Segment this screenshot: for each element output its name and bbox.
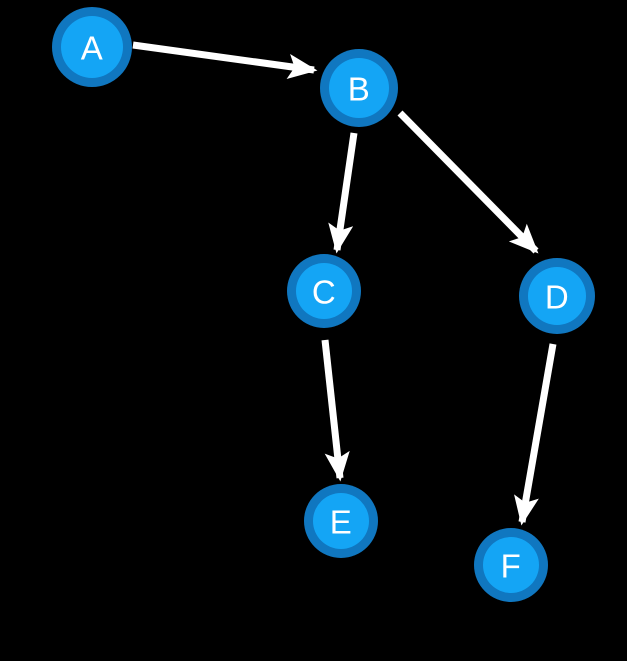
graph-edge-d-to-f[interactable] — [514, 343, 557, 526]
graph-node-c[interactable]: C — [287, 254, 361, 328]
graph-edge-c-to-e[interactable] — [321, 339, 350, 482]
node-fill-e — [313, 493, 369, 549]
node-label-b: B — [348, 71, 371, 108]
node-label-f: F — [501, 548, 522, 585]
node-fill-f — [483, 537, 539, 593]
graph-node-e[interactable]: E — [304, 484, 378, 558]
graph-node-b[interactable]: B — [320, 49, 398, 127]
graph-edge-b-to-d[interactable] — [397, 110, 539, 254]
node-label-d: D — [545, 279, 569, 316]
node-fill-b — [329, 58, 389, 118]
node-label-a: A — [81, 30, 104, 67]
edges-layer — [132, 41, 557, 526]
graph-edge-a-to-b[interactable] — [132, 41, 318, 79]
graph-node-d[interactable]: D — [519, 258, 595, 334]
graph-node-a[interactable]: A — [52, 7, 132, 87]
node-fill-d — [528, 267, 586, 325]
node-fill-a — [61, 16, 123, 78]
node-fill-c — [296, 263, 352, 319]
node-label-c: C — [312, 274, 336, 311]
nodes-layer: A B C D E F — [52, 7, 595, 602]
graph-edge-b-to-c[interactable] — [328, 132, 358, 254]
graph-node-f[interactable]: F — [474, 528, 548, 602]
node-label-e: E — [330, 504, 353, 541]
